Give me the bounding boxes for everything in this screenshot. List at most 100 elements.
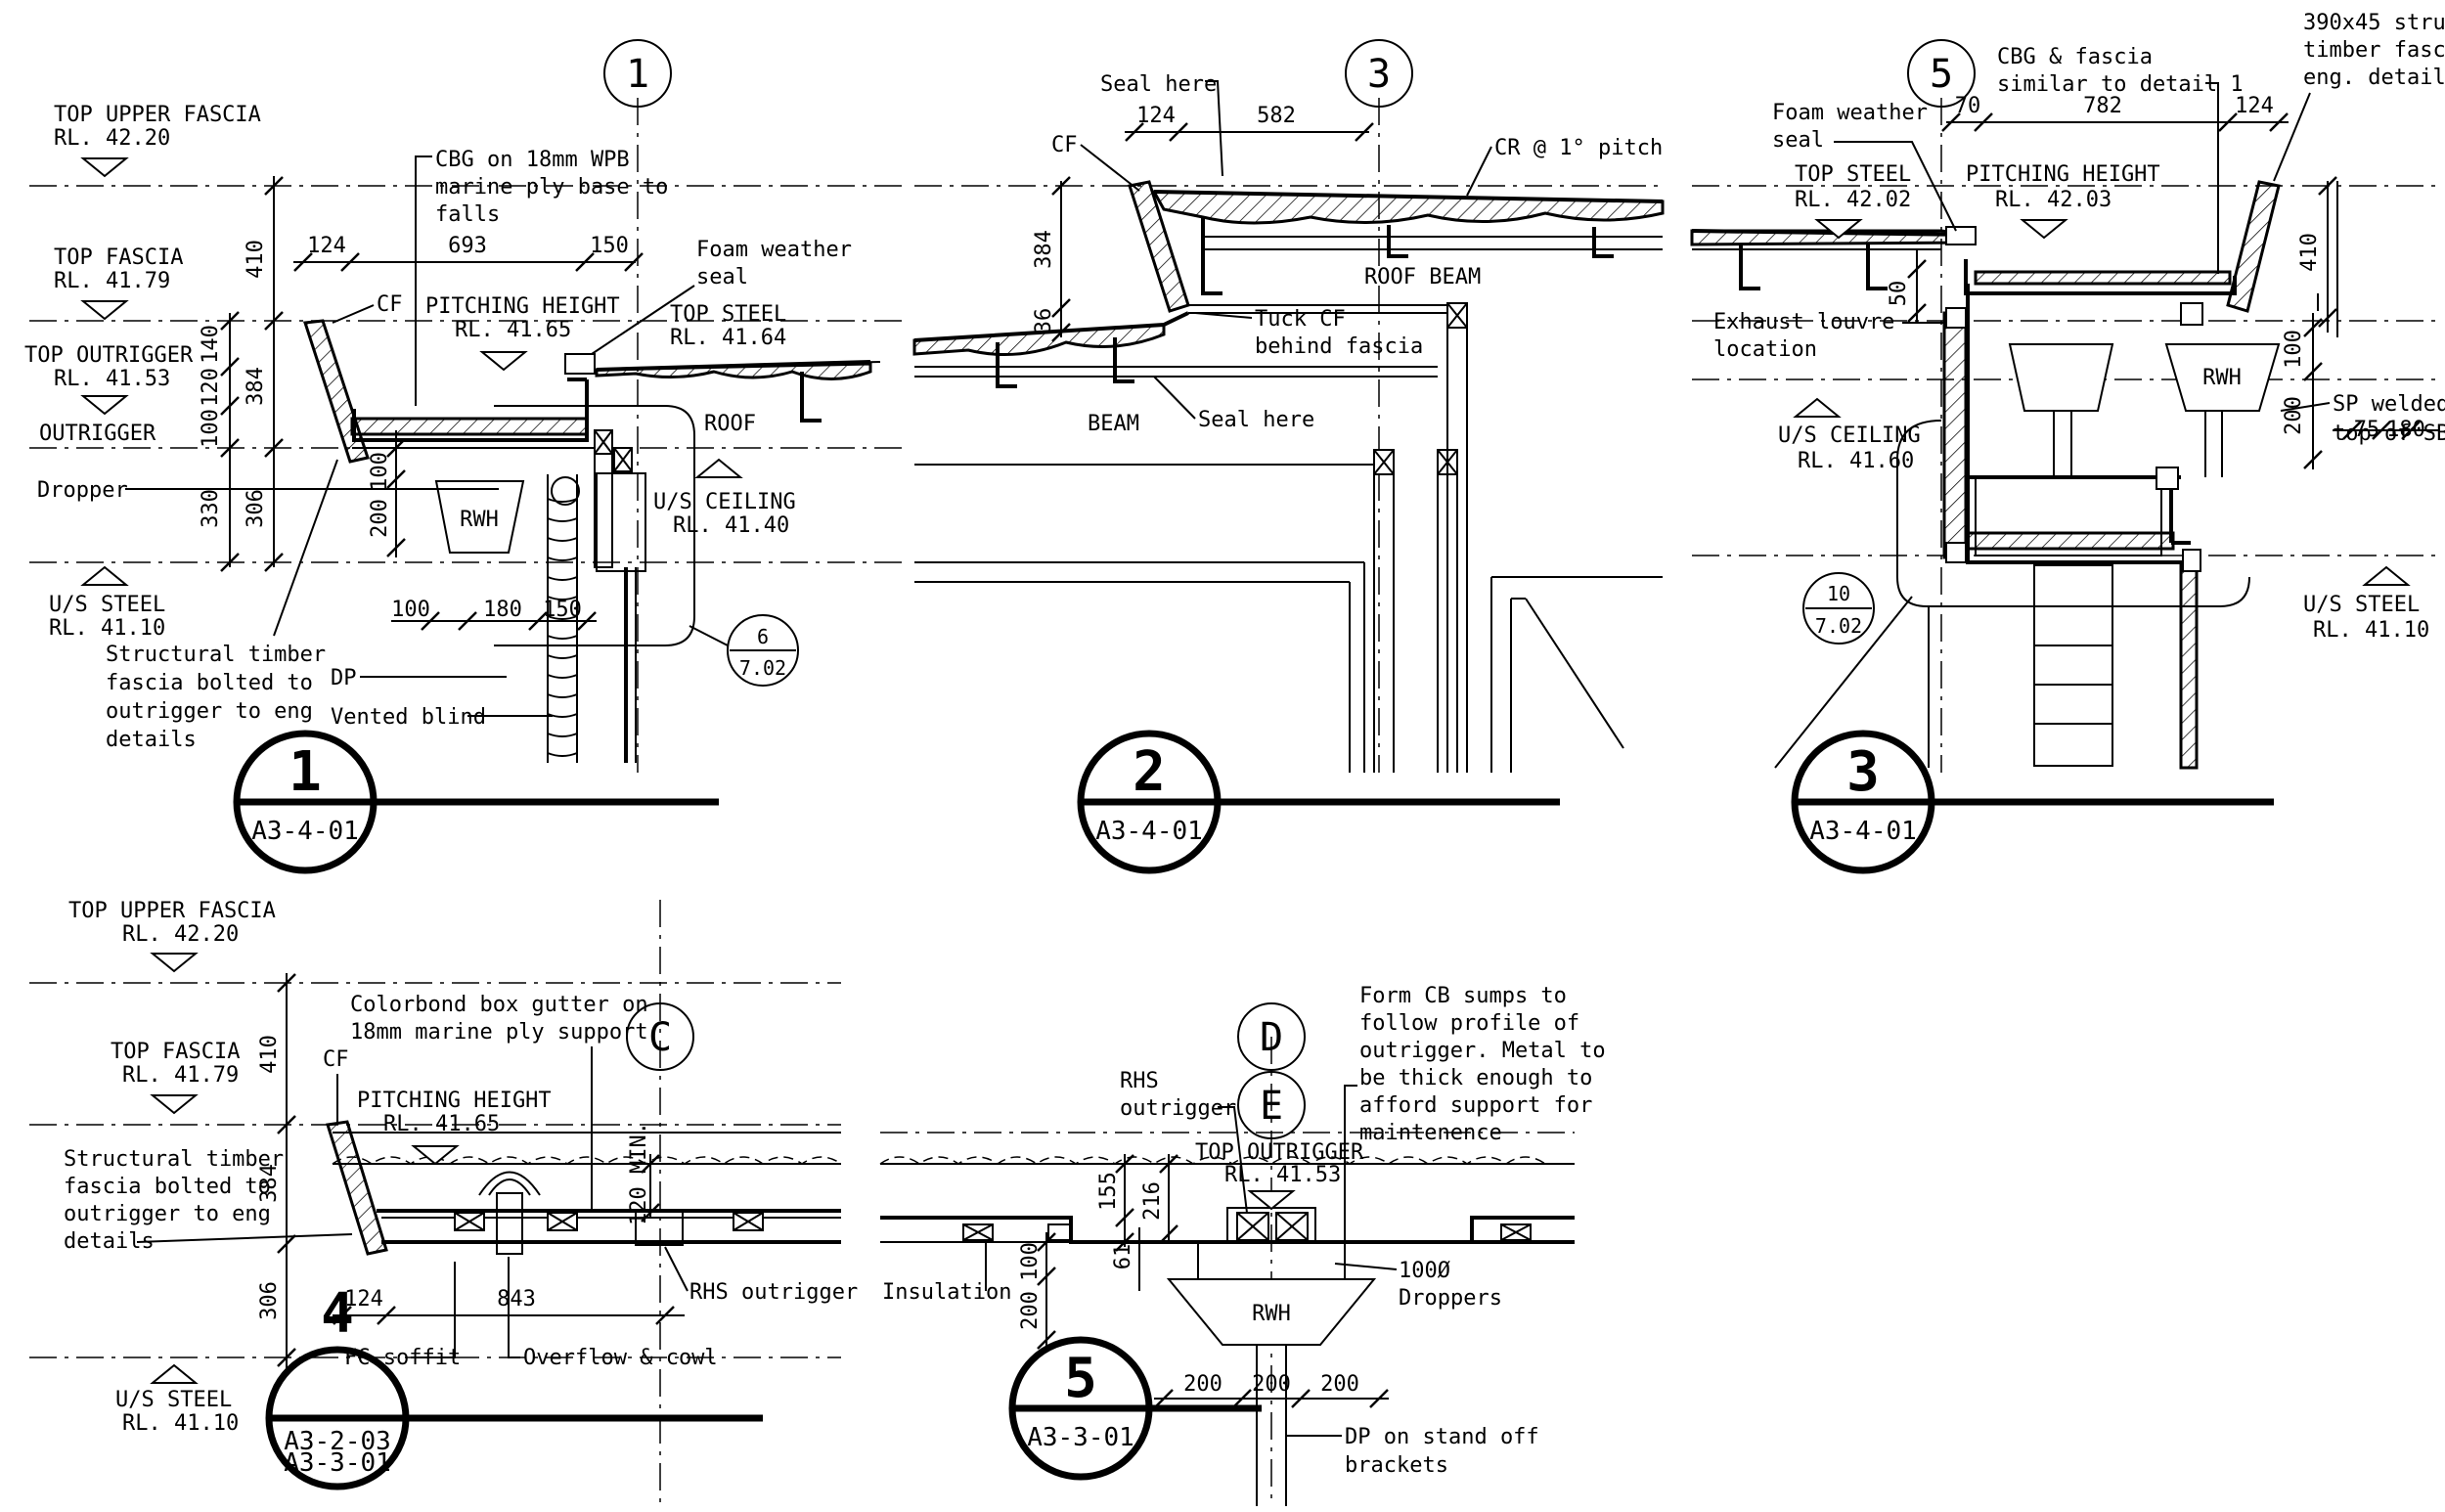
dim-text: 410 xyxy=(257,1035,282,1074)
detail-title-number: 5 xyxy=(1064,1347,1097,1410)
level-name: TOP UPPER FASCIA xyxy=(54,103,261,127)
dim-text: 180 xyxy=(2386,418,2425,442)
dim-text: 843 xyxy=(497,1287,536,1312)
note: Tuck CF xyxy=(1255,307,1346,332)
pitching-rl: RL. 42.03 xyxy=(1995,188,2112,212)
outrigger-name: TOP OUTRIGGER xyxy=(1195,1140,1364,1165)
level-marker-icon xyxy=(152,953,197,972)
dim-text: 200 xyxy=(1018,1291,1043,1330)
fascia-timber xyxy=(326,1120,388,1256)
pitching-rl: RL. 41.65 xyxy=(383,1112,500,1136)
top-steel-rl: RL. 42.02 xyxy=(1795,188,1911,212)
note: location xyxy=(1713,337,1817,362)
note-insulation: Insulation xyxy=(882,1280,1011,1305)
dim-text: 384 xyxy=(257,1164,282,1203)
level-rl: RL. 41.10 xyxy=(122,1411,239,1436)
dim-text: 384 xyxy=(1032,230,1056,269)
outrigger-rl: RL. 41.53 xyxy=(1224,1163,1341,1187)
level-marker-icon xyxy=(152,1364,197,1384)
dim-text: 200 xyxy=(368,499,392,538)
dim-text: 306 xyxy=(244,489,268,528)
dim-text: 782 xyxy=(2083,94,2122,118)
grid-label-5: 5 xyxy=(1930,52,1953,97)
note-blind: Vented blind xyxy=(331,705,486,730)
ceiling-rl: RL. 41.60 xyxy=(1798,449,1914,473)
dim-text: 582 xyxy=(1257,104,1296,128)
note: behind fascia xyxy=(1255,334,1423,359)
level-name: TOP FASCIA xyxy=(111,1040,240,1064)
note: top of SB xyxy=(2333,422,2445,446)
level-rl: RL. 42.20 xyxy=(122,922,239,947)
vented-blind xyxy=(547,498,578,757)
grid-label-1: 1 xyxy=(626,52,649,97)
callout-bottom: 7.02 xyxy=(1815,614,1862,638)
gutter-ply xyxy=(350,417,589,436)
note: Structural timber xyxy=(64,1147,284,1172)
level-marker-icon xyxy=(2022,219,2067,239)
detail-title-ref: A3-4-01 xyxy=(1095,817,1203,846)
detail-title-number: 4 xyxy=(321,1282,354,1346)
pitching-name: PITCHING HEIGHT xyxy=(1966,162,2160,187)
grid-bubble-1 xyxy=(603,39,672,108)
dim-text: 306 xyxy=(257,1281,282,1320)
level-rl: RL. 42.20 xyxy=(54,126,170,151)
roof-label: ROOF xyxy=(704,412,756,436)
note: outrigger to eng xyxy=(106,699,313,724)
callout-top: 6 xyxy=(757,625,769,648)
detail-4: C TOP UPPER FASCIA RL. 42.20 TOP FASCIA … xyxy=(29,899,858,1506)
grid-label-c: C xyxy=(648,1015,672,1060)
note: eng. details xyxy=(2303,66,2445,90)
detail-title-number: 2 xyxy=(1133,740,1166,804)
detail-1: 1 TOP UPPER FASCIA RL. 42.20 TOP FASCIA … xyxy=(24,39,910,874)
dim-text: 124 xyxy=(1136,104,1176,128)
dim-text: 150 xyxy=(590,234,629,258)
note: Foam weather xyxy=(1772,101,1928,125)
dim-text: 330 xyxy=(199,489,223,528)
top-steel-rl: RL. 41.64 xyxy=(670,326,786,350)
pitching-rl: RL. 41.65 xyxy=(455,318,571,342)
pitching-name: PITCHING HEIGHT xyxy=(357,1089,552,1113)
callout-bottom: 7.02 xyxy=(739,656,786,680)
detail-title-number: 3 xyxy=(1846,740,1880,804)
detail-title-ref: A3-4-01 xyxy=(1809,817,1917,846)
note: CBG on 18mm WPB xyxy=(435,148,630,172)
detail-title-ref: A3-3-01 xyxy=(284,1448,391,1478)
note: Form CB sumps to xyxy=(1359,984,1567,1008)
dim-text: 36 xyxy=(1032,308,1056,334)
detail-2: 3 124 582 384 36 xyxy=(912,39,1665,874)
grid-bubble-3 xyxy=(1345,39,1413,108)
rwh-head xyxy=(2164,343,2281,412)
note: fascia bolted to xyxy=(64,1175,271,1199)
note: 390x45 struc xyxy=(2303,11,2445,35)
dim-text: 100 xyxy=(2282,330,2306,369)
note: outrigger to eng xyxy=(64,1202,271,1226)
rwh-head xyxy=(1166,1278,1377,1346)
ceiling-rl: RL. 41.40 xyxy=(673,513,789,538)
dim-text: 140 xyxy=(199,325,223,364)
dim-text: 410 xyxy=(2297,233,2322,272)
level-marker-icon xyxy=(82,300,127,320)
note: follow profile of xyxy=(1359,1011,1579,1036)
dim-text: 150 xyxy=(543,598,582,622)
grid-bubble-c xyxy=(626,1002,694,1071)
note: details xyxy=(106,728,197,752)
roof-sheet xyxy=(595,362,872,380)
dropper xyxy=(551,476,580,506)
note-pitch: CR @ 1° pitch xyxy=(1494,136,1663,160)
level-rl: RL. 41.79 xyxy=(54,269,170,293)
note: timber fascia xyxy=(2303,38,2445,63)
grid-label-e: E xyxy=(1260,1084,1283,1129)
note: Droppers xyxy=(1399,1286,1502,1311)
detail-boundary xyxy=(1896,420,2250,607)
note-dp: DP xyxy=(331,666,357,690)
level-rl: RL. 41.79 xyxy=(122,1063,239,1088)
level-marker-icon xyxy=(82,157,127,177)
level-marker-icon xyxy=(413,1145,458,1165)
dim-text: 124 xyxy=(2235,94,2274,118)
note-seal: Seal here xyxy=(1198,408,1314,432)
detail-boundary xyxy=(494,405,695,646)
roof-beam-label: ROOF BEAM xyxy=(1364,265,1481,289)
level-marker-icon xyxy=(2364,566,2409,586)
level-name: TOP UPPER FASCIA xyxy=(68,899,276,923)
note-rhs: RHS outrigger xyxy=(689,1280,858,1305)
